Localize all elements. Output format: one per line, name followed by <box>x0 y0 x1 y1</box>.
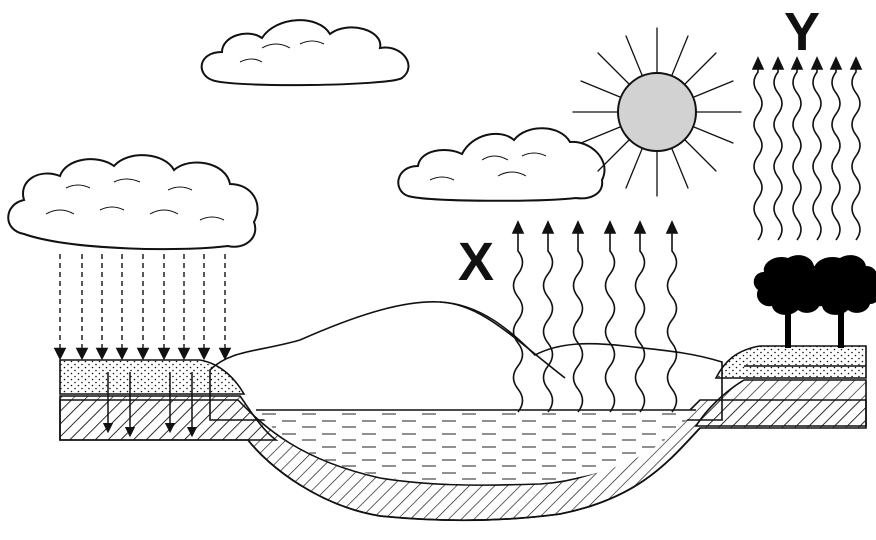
transpiration-wave-icon <box>832 60 840 240</box>
evaporation-wave-icon-head <box>573 222 583 233</box>
transpiration-wave-icon-head <box>753 58 763 69</box>
evaporation-wave-icon-head <box>667 222 677 233</box>
transpiration-wave-icon-head <box>851 58 861 69</box>
transpiration-wave-icon <box>793 60 801 240</box>
tree-icon-right <box>804 255 876 348</box>
sun-disc <box>618 73 696 151</box>
transpiration-wave-icon <box>754 60 762 240</box>
cloud-icon-top <box>202 20 409 85</box>
sun-icon <box>573 28 741 196</box>
cloud-icon-middle <box>398 128 604 201</box>
transpiration-wave-icon-head <box>831 58 841 69</box>
label-y: Y <box>784 2 820 62</box>
transpiration-wave-icon <box>774 60 782 240</box>
left-soil-layer <box>60 360 244 394</box>
evaporation-wave-icon-head <box>513 222 523 233</box>
transpiration-wave-icon-head <box>773 58 783 69</box>
label-x: X <box>458 232 494 292</box>
cloud-icon-rain <box>8 155 257 249</box>
transpiration-wave-icon <box>813 60 821 240</box>
evaporation-wave-icon-head <box>635 222 645 233</box>
evaporation-wave-icon-head <box>605 222 615 233</box>
transpiration-wave-icon <box>852 60 860 240</box>
transpiration-waves <box>753 58 861 240</box>
right-soil-layer <box>716 346 866 378</box>
evaporation-wave-icon-head <box>543 222 553 233</box>
rain-arrows <box>60 254 225 354</box>
